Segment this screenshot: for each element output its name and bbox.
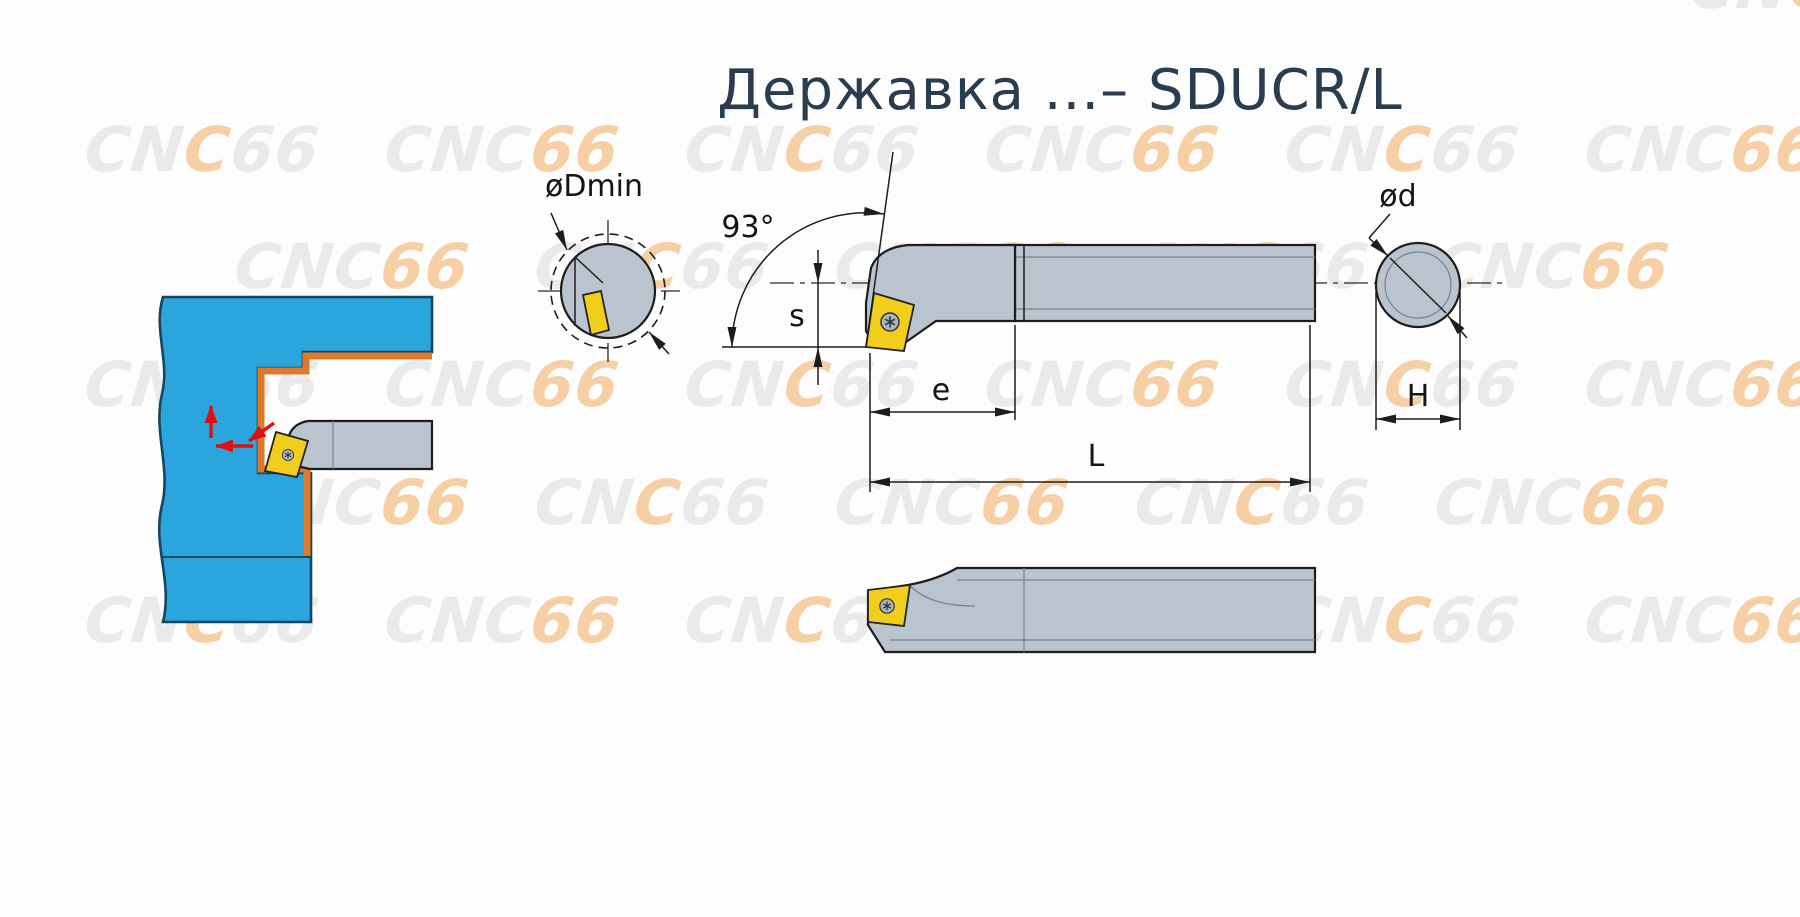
d-leader-arrow [1368,237,1389,257]
s-label: s [789,299,805,334]
angle-label: 93° [721,210,774,245]
torx-screw-icon [879,598,895,614]
feed-direction-arrows [204,405,275,453]
h-label: H [1407,379,1430,414]
shank-section-inner-circle [1384,251,1452,319]
d-leader [1368,213,1391,239]
l-dimension: L [870,325,1311,492]
dmin-leader-top [550,212,568,251]
bottom-view-body [866,566,1317,654]
d-diameter-chord [1389,257,1447,314]
shank-detail-lines [1015,245,1315,321]
e-label: e [932,373,950,408]
workpiece-illustration [157,295,434,624]
main-side-view: 93° s e L [721,151,1505,492]
feed-arrow-diagonal-icon [248,421,275,443]
dmin-dashed-circle [550,233,666,349]
bottom-view-detail-lines [890,568,1315,652]
h-dimension: H [1375,292,1461,430]
l-label: L [1088,439,1105,474]
dmin-label: øDmin [545,169,643,204]
dmin-bar-section [559,242,657,340]
e-dimension: e [869,325,1016,492]
page-title: Державка ...– SDUCR/L [717,58,1403,123]
workpiece-section [157,295,434,624]
s-dimension: s [789,250,823,385]
angle-arc [727,206,885,348]
dmin-section-view: øDmin [538,169,680,362]
shank-section-view: ød H [1368,179,1468,430]
bottom-view [866,566,1317,654]
d-label: ød [1379,179,1416,214]
tool-shank [1013,243,1317,323]
dmin-leader-bottom [648,331,670,355]
dmin-insert [581,289,611,337]
d-arrow-bottom [1447,315,1468,339]
dmin-pocket-edge [574,256,604,284]
torx-screw-icon [880,312,900,332]
torx-screw-icon [281,448,295,462]
